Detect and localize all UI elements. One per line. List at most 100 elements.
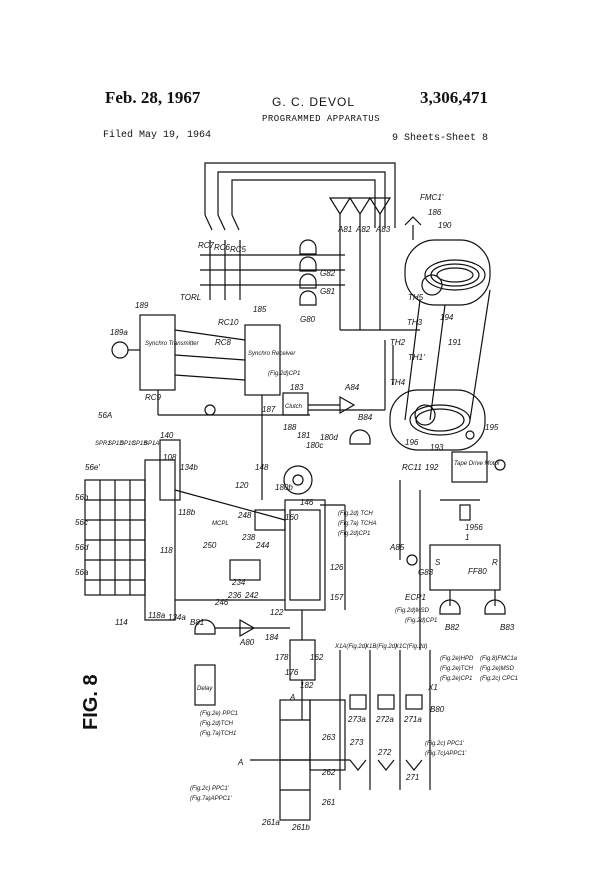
label: 189	[135, 301, 149, 310]
label: 148	[255, 463, 269, 472]
label: 181	[297, 431, 310, 440]
label: (Fig.7a) TCHA	[338, 521, 377, 527]
label: (Fig.2e)TCH	[440, 666, 474, 672]
label: MCPL	[212, 521, 229, 527]
label: 56A	[98, 411, 112, 420]
label: 246	[214, 598, 229, 607]
tape-drive-motor	[451, 451, 488, 483]
label: 271a	[403, 715, 422, 724]
label: 122	[270, 608, 284, 617]
label: X1C(Fig.2d)	[394, 644, 427, 650]
label: SP1A	[144, 441, 159, 447]
label: A80	[239, 638, 255, 647]
label: G81	[320, 287, 335, 296]
label: 126	[330, 563, 344, 572]
amp-a81	[328, 197, 352, 216]
label: G80	[300, 315, 316, 324]
label: 134a	[168, 613, 186, 622]
label: (Fig.2d)TCH	[200, 721, 234, 727]
label: 261	[321, 798, 335, 807]
label: 234	[231, 578, 246, 587]
label: (Fig.2d) TCH	[338, 511, 373, 517]
label: Synchro Receiver	[248, 351, 296, 357]
label: FF80	[468, 567, 487, 576]
patent-number: 3,306,471	[420, 88, 488, 107]
gate-b83	[484, 599, 506, 615]
label: 56b	[75, 493, 89, 502]
label: 182	[300, 681, 314, 690]
label: 271	[405, 773, 419, 782]
gate-b81	[194, 619, 216, 635]
label: SP1D	[108, 441, 124, 447]
label: Tape Drive Motor	[454, 461, 501, 467]
label: (Fig.2d)MSD	[395, 608, 430, 614]
label: A	[289, 693, 295, 702]
label: 187	[262, 405, 276, 414]
inventor-name: G. C. DEVOL	[272, 95, 356, 109]
label: 242	[244, 591, 259, 600]
flip-flop-ff80	[429, 544, 501, 591]
label: RC6	[214, 243, 231, 252]
label: TH1'	[408, 353, 425, 362]
label: 162	[310, 653, 324, 662]
amp-a84	[339, 395, 356, 415]
label: 262	[321, 768, 336, 777]
label: A85	[389, 543, 405, 552]
label: 108	[163, 453, 177, 462]
label: 114	[115, 618, 128, 627]
label: TH3	[407, 318, 423, 327]
label: 56d	[75, 543, 89, 552]
patent-title: PROGRAMMED APPARATUS	[262, 114, 381, 124]
gate-g81	[299, 273, 317, 289]
amp-a82	[348, 197, 372, 216]
label: 56e'	[85, 463, 100, 472]
gate-272a	[377, 694, 395, 710]
label: 180b	[275, 483, 293, 492]
label: (Fig.2d)CP1	[338, 531, 370, 537]
label: (Fig.2d)CP1	[268, 371, 300, 377]
label: A	[237, 758, 243, 767]
label: TH5	[408, 293, 424, 302]
label: TH2	[390, 338, 406, 347]
label: 56a	[75, 568, 89, 577]
sheet-count: 9 Sheets-Sheet 8	[392, 133, 489, 144]
filed-date: Filed May 19, 1964	[103, 130, 212, 141]
label: (Fig.2c) CPC1	[480, 676, 518, 682]
label: (Fig.7a)TCH1	[200, 731, 236, 737]
delay-box	[194, 664, 216, 706]
label: 244	[255, 541, 270, 550]
label: 186	[428, 208, 442, 217]
feedback-wire	[204, 162, 396, 228]
label: SPR1	[95, 441, 111, 447]
label: 185	[253, 305, 267, 314]
label: 191	[448, 338, 461, 347]
label: (Fig.2e)CP1	[440, 676, 472, 682]
label: X1B(Fig.2d)	[364, 644, 397, 650]
label: A84	[344, 383, 360, 392]
label: 190	[438, 221, 452, 230]
label: 248	[237, 511, 252, 520]
label: (Fig.2e) PPC1	[200, 711, 238, 717]
label: Delay	[197, 686, 213, 692]
label: (Fig.2e)MSD	[480, 666, 515, 672]
label: RC8	[215, 338, 232, 347]
main-cylinder	[284, 499, 326, 611]
label: TORL	[180, 293, 201, 302]
label: 195	[485, 423, 499, 432]
label: ECP1	[405, 593, 426, 602]
label: (Fig.7c)APPC1'	[425, 751, 467, 757]
label: 261b	[291, 823, 310, 832]
label: 180d	[320, 433, 338, 442]
label: 118	[160, 546, 173, 555]
wheel-146	[283, 465, 313, 495]
label: 273	[349, 738, 364, 747]
tape-loop-bottom	[389, 389, 486, 451]
label: B84	[358, 413, 373, 422]
label: RC10	[218, 318, 239, 327]
gate-b84	[349, 429, 371, 445]
synchro-receiver	[244, 324, 281, 396]
label: 272	[377, 748, 392, 757]
label: 273a	[347, 715, 366, 724]
label: X1A(Fig.2d)	[334, 644, 367, 650]
